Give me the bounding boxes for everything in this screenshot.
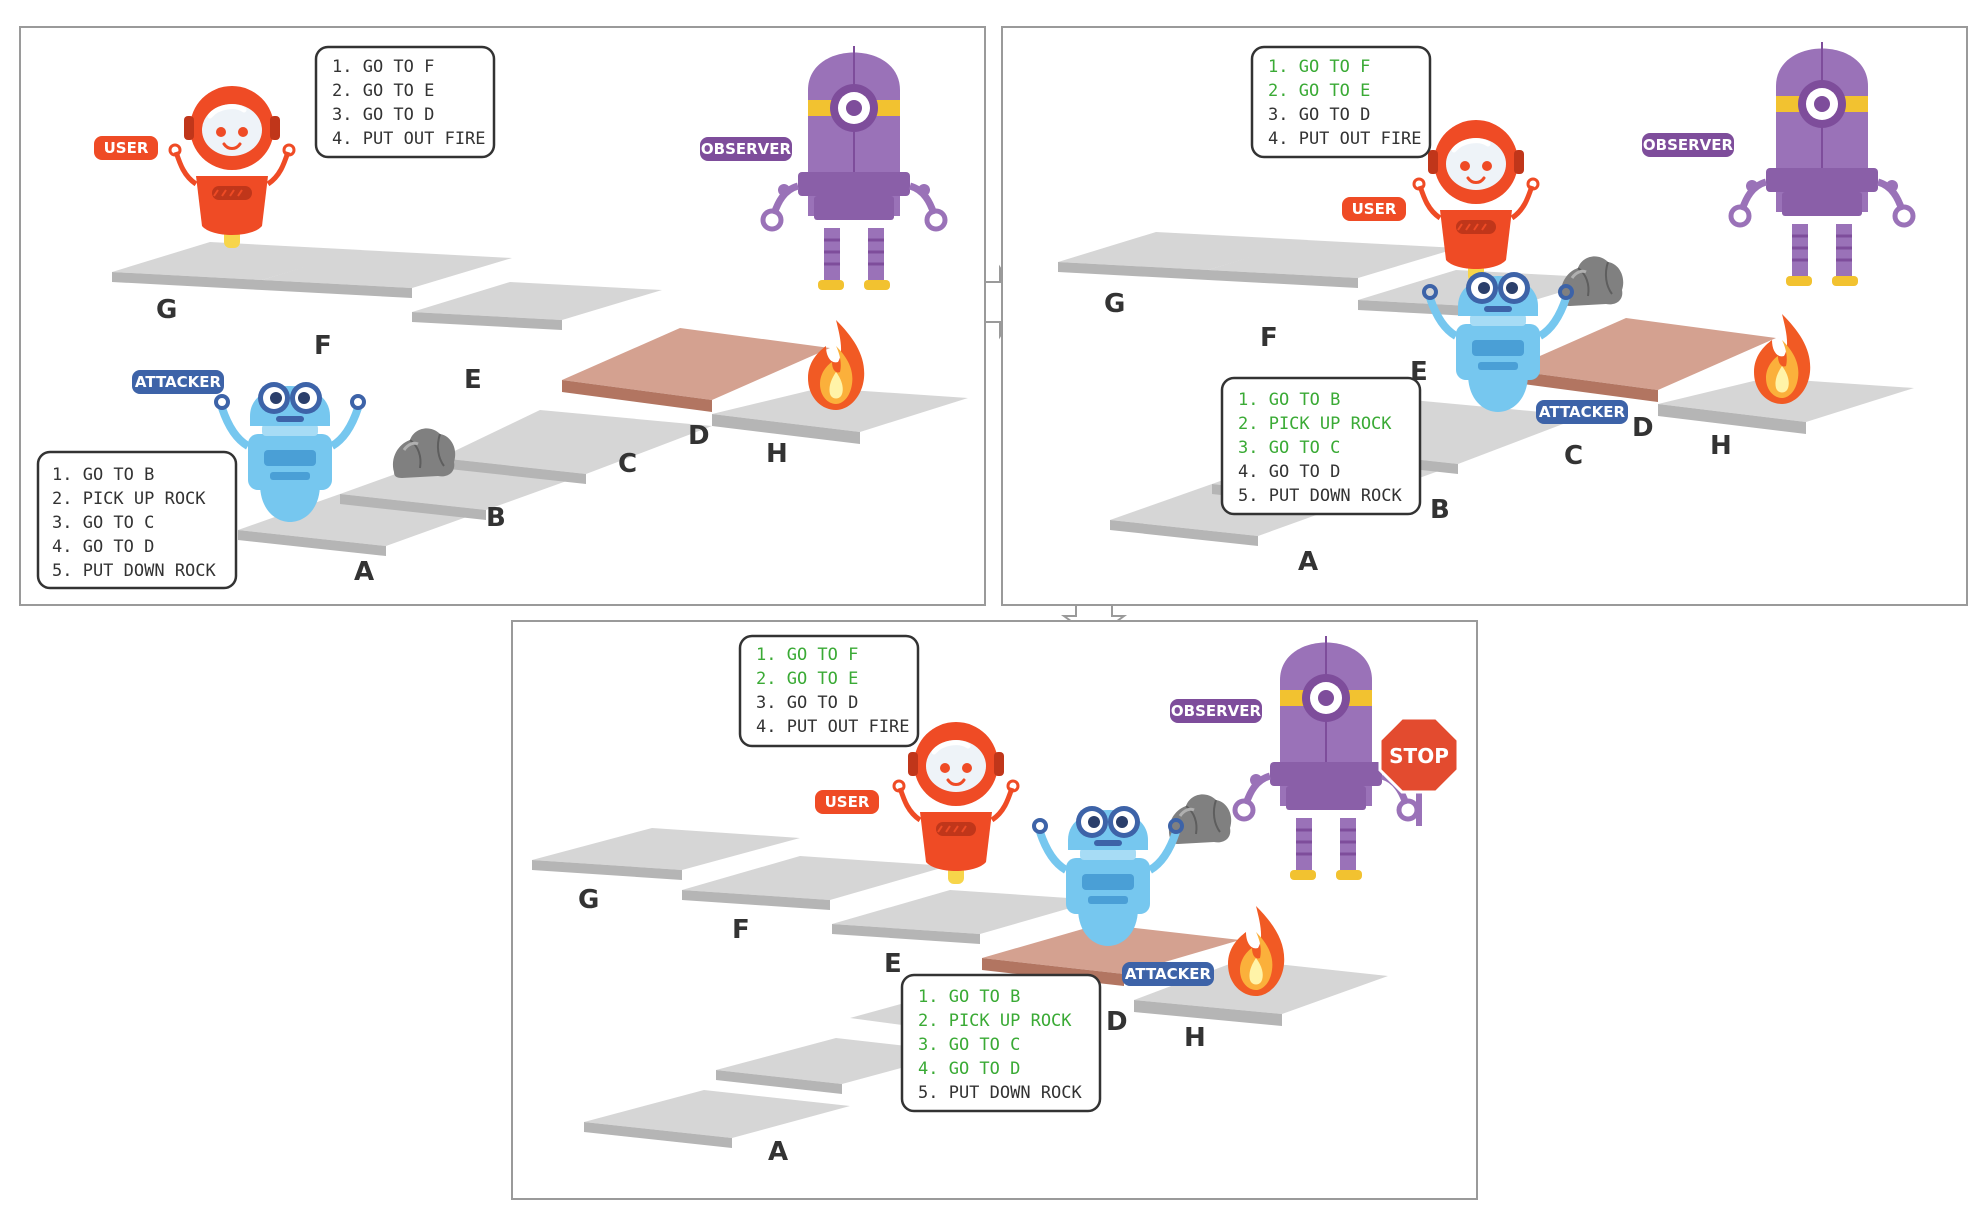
attacker-tag: ATTACKER: [1536, 400, 1628, 424]
user-plan-box: 1. GO TO F 2. GO TO E 3. GO TO D 4. PUT OUT…: [738, 634, 920, 748]
plan-step: 3. GO TO D: [756, 693, 858, 713]
plan-step: 3. GO TO D: [1268, 105, 1370, 125]
stop-sign-icon: STOP: [1378, 716, 1460, 826]
tile-label-f: F: [1260, 323, 1278, 353]
plan-step: 2. GO TO E: [1268, 81, 1370, 101]
tile-label-a: A: [354, 557, 374, 587]
user-tag: USER: [94, 136, 158, 160]
plan-step: 3. GO TO D: [332, 105, 434, 125]
panel-1: G F E D C B A H USER ATTACKER OBSERVER: [19, 26, 986, 606]
plan-step: 2. PICK UP ROCK: [1238, 414, 1392, 434]
tile-labels: G F E D A H: [578, 885, 1206, 1167]
plan-step: 5. PUT DOWN ROCK: [52, 561, 217, 581]
plan-step: 4. PUT OUT FIRE: [332, 129, 486, 149]
user-plan-box: 1. GO TO F 2. GO TO E 3. GO TO D 4. PUT OUT…: [1250, 45, 1432, 159]
plan-step: 4. PUT OUT FIRE: [756, 717, 910, 737]
plan-step: 2. PICK UP ROCK: [52, 489, 206, 509]
user-plan-box: 1. GO TO F 2. GO TO E 3. GO TO D 4. PUT OUT…: [314, 45, 496, 159]
plan-step: 3. GO TO C: [52, 513, 154, 533]
tile-row-back: [532, 828, 1388, 1026]
plan-step: 1. GO TO B: [1238, 390, 1340, 410]
tile-label-e: E: [884, 949, 902, 979]
attacker-tag: ATTACKER: [1122, 962, 1214, 986]
tile-target-d: [982, 924, 1240, 974]
user-tag: USER: [1342, 197, 1406, 221]
plan-step: 5. PUT DOWN ROCK: [1238, 486, 1403, 506]
tile-label-b: B: [1430, 495, 1450, 525]
panel-2: G F E D C B A H USER ATTACKER OBSERVER 1…: [1001, 26, 1968, 606]
plan-step: 4. GO TO D: [918, 1059, 1020, 1079]
plan-step: 2. GO TO E: [756, 669, 858, 689]
plan-step: 2. PICK UP ROCK: [918, 1011, 1072, 1031]
plan-step: 3. GO TO C: [918, 1035, 1020, 1055]
svg-text:ATTACKER: ATTACKER: [1539, 403, 1626, 421]
plan-step: 1. GO TO B: [918, 987, 1020, 1007]
tile-row-back: [112, 242, 968, 444]
attacker-plan-box: 1. GO TO B 2. PICK UP ROCK 3. GO TO C 4. GO…: [900, 973, 1102, 1113]
plan-step: 4. PUT OUT FIRE: [1268, 129, 1422, 149]
observer-tag: OBSERVER: [700, 137, 792, 161]
plan-step: 2. GO TO E: [332, 81, 434, 101]
tile-label-c: C: [618, 449, 637, 479]
attacker-tag: ATTACKER: [132, 370, 224, 394]
tile-target-d: [1508, 318, 1776, 390]
tile-label-f: F: [314, 331, 332, 361]
svg-text:OBSERVER: OBSERVER: [1643, 136, 1734, 154]
tile-label-g: G: [156, 295, 177, 325]
tile-label-d: D: [1632, 413, 1654, 443]
svg-text:OBSERVER: OBSERVER: [701, 140, 792, 158]
plan-step: 1. GO TO F: [332, 57, 434, 77]
tile-label-e: E: [464, 365, 482, 395]
observer-tag: OBSERVER: [1642, 133, 1734, 157]
tile-labels: G F E D C B A H: [1104, 289, 1732, 577]
tile-label-d: D: [688, 421, 710, 451]
user-tag: USER: [815, 790, 879, 814]
svg-text:STOP: STOP: [1389, 744, 1449, 768]
attacker-plan-box: 1. GO TO B 2. PICK UP ROCK 3. GO TO C 4. GO…: [1220, 376, 1422, 516]
observer-tag: OBSERVER: [1170, 699, 1262, 723]
tile-row-front: [238, 410, 712, 556]
tile-label-g: G: [1104, 289, 1125, 319]
tile-label-c: C: [1564, 441, 1583, 471]
svg-text:OBSERVER: OBSERVER: [1171, 702, 1262, 720]
plan-step: 4. GO TO D: [1238, 462, 1340, 482]
panel-3: G F E D A H STOP USER ATTACKER OBSERVER: [511, 620, 1478, 1200]
tile-label-g: G: [578, 885, 599, 915]
tile-label-d: D: [1106, 1007, 1128, 1037]
svg-text:USER: USER: [1352, 200, 1397, 218]
tile-label-b: B: [486, 503, 506, 533]
svg-text:ATTACKER: ATTACKER: [135, 373, 222, 391]
plan-step: 5. PUT DOWN ROCK: [918, 1083, 1083, 1103]
svg-text:USER: USER: [825, 793, 870, 811]
tile-label-a: A: [768, 1137, 788, 1167]
plan-step: 3. GO TO C: [1238, 438, 1340, 458]
plan-step: 1. GO TO B: [52, 465, 154, 485]
plan-step: 1. GO TO F: [756, 645, 858, 665]
plan-step: 1. GO TO F: [1268, 57, 1370, 77]
tile-target-d: [562, 328, 830, 400]
svg-text:USER: USER: [104, 139, 149, 157]
tile-labels: G F E D C B A H: [156, 295, 788, 587]
plan-step: 4. GO TO D: [52, 537, 154, 557]
tile-label-a: A: [1298, 547, 1318, 577]
tile-label-f: F: [732, 915, 750, 945]
tile-label-h: H: [1184, 1023, 1206, 1053]
svg-text:ATTACKER: ATTACKER: [1125, 965, 1212, 983]
tile-label-h: H: [1710, 431, 1732, 461]
tile-label-h: H: [766, 439, 788, 469]
attacker-plan-box: 1. GO TO B 2. PICK UP ROCK 3. GO TO C 4. GO…: [36, 450, 238, 590]
